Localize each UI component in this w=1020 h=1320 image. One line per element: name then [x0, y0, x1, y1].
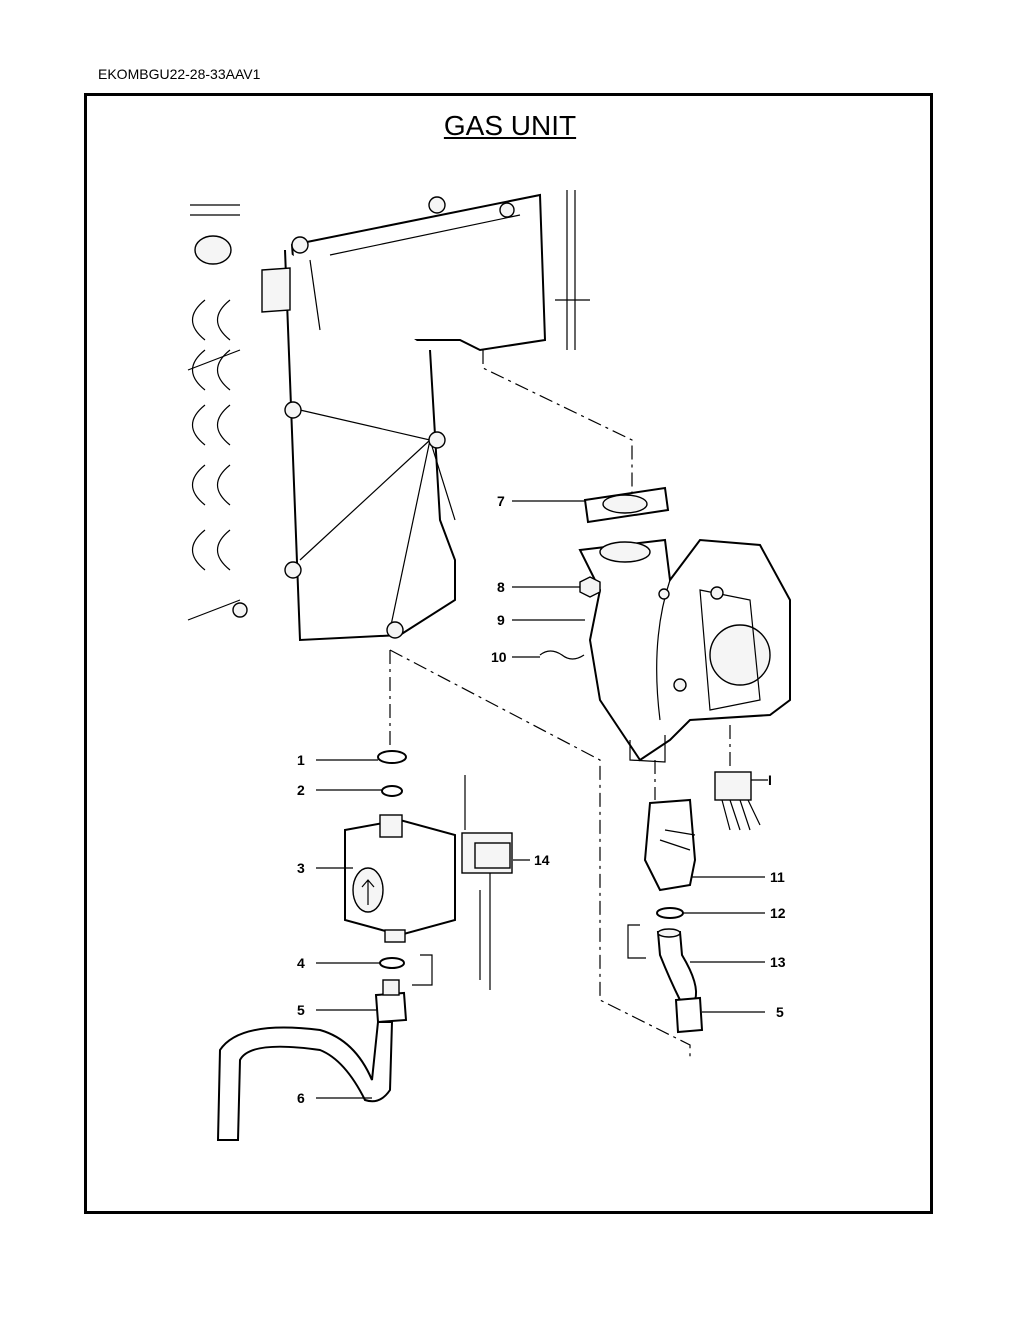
callout-12: 12	[770, 905, 786, 921]
diagram-title: GAS UNIT	[443, 110, 577, 141]
seal-part-10	[539, 650, 585, 660]
document-code: EKOMBGU22-28-33AAV1	[98, 66, 261, 82]
venturi-part-11	[643, 798, 697, 892]
callout-labels: 7 8 9 10 1 2 3 14 4 5 6 I 11 12 13 5	[297, 493, 786, 1106]
connector-part-i	[714, 771, 761, 831]
direction-bracket-right	[627, 924, 646, 959]
callout-7: 7	[497, 493, 505, 509]
callout-8: 8	[497, 579, 505, 595]
pipe-part-13	[656, 928, 698, 1001]
washer-part-2	[381, 785, 403, 797]
ignition-part-14	[461, 775, 513, 990]
heat-exchanger	[187, 190, 590, 642]
callout-9: 9	[497, 612, 505, 628]
gas-valve-part-3	[344, 814, 456, 943]
callout-5-right: 5	[776, 1004, 784, 1020]
callout-2: 2	[297, 782, 305, 798]
callout-11: 11	[770, 869, 785, 885]
assembly-line-top	[482, 350, 633, 500]
fan-part-9	[578, 538, 791, 763]
callout-i: I	[768, 772, 772, 788]
o-ring-part-1	[377, 750, 407, 764]
nut-part-8	[579, 576, 601, 598]
leader-lines	[316, 500, 768, 1099]
fitting-part-5-left	[374, 979, 408, 1024]
callout-13: 13	[770, 954, 786, 970]
callout-14: 14	[534, 852, 550, 868]
callout-1: 1	[297, 752, 305, 768]
gas-pipe-part-6	[216, 1021, 394, 1141]
gasket-part-7	[583, 486, 670, 524]
callout-5-left: 5	[297, 1002, 305, 1018]
direction-bracket-left	[412, 954, 433, 986]
diagram-frame	[84, 93, 933, 1214]
nut-part-5-right	[674, 996, 704, 1034]
callout-4: 4	[297, 955, 305, 971]
callout-3: 3	[297, 860, 305, 876]
o-ring-part-12	[656, 907, 684, 919]
callout-6: 6	[297, 1090, 305, 1106]
o-ring-part-4	[379, 957, 405, 969]
callout-10: 10	[491, 649, 507, 665]
